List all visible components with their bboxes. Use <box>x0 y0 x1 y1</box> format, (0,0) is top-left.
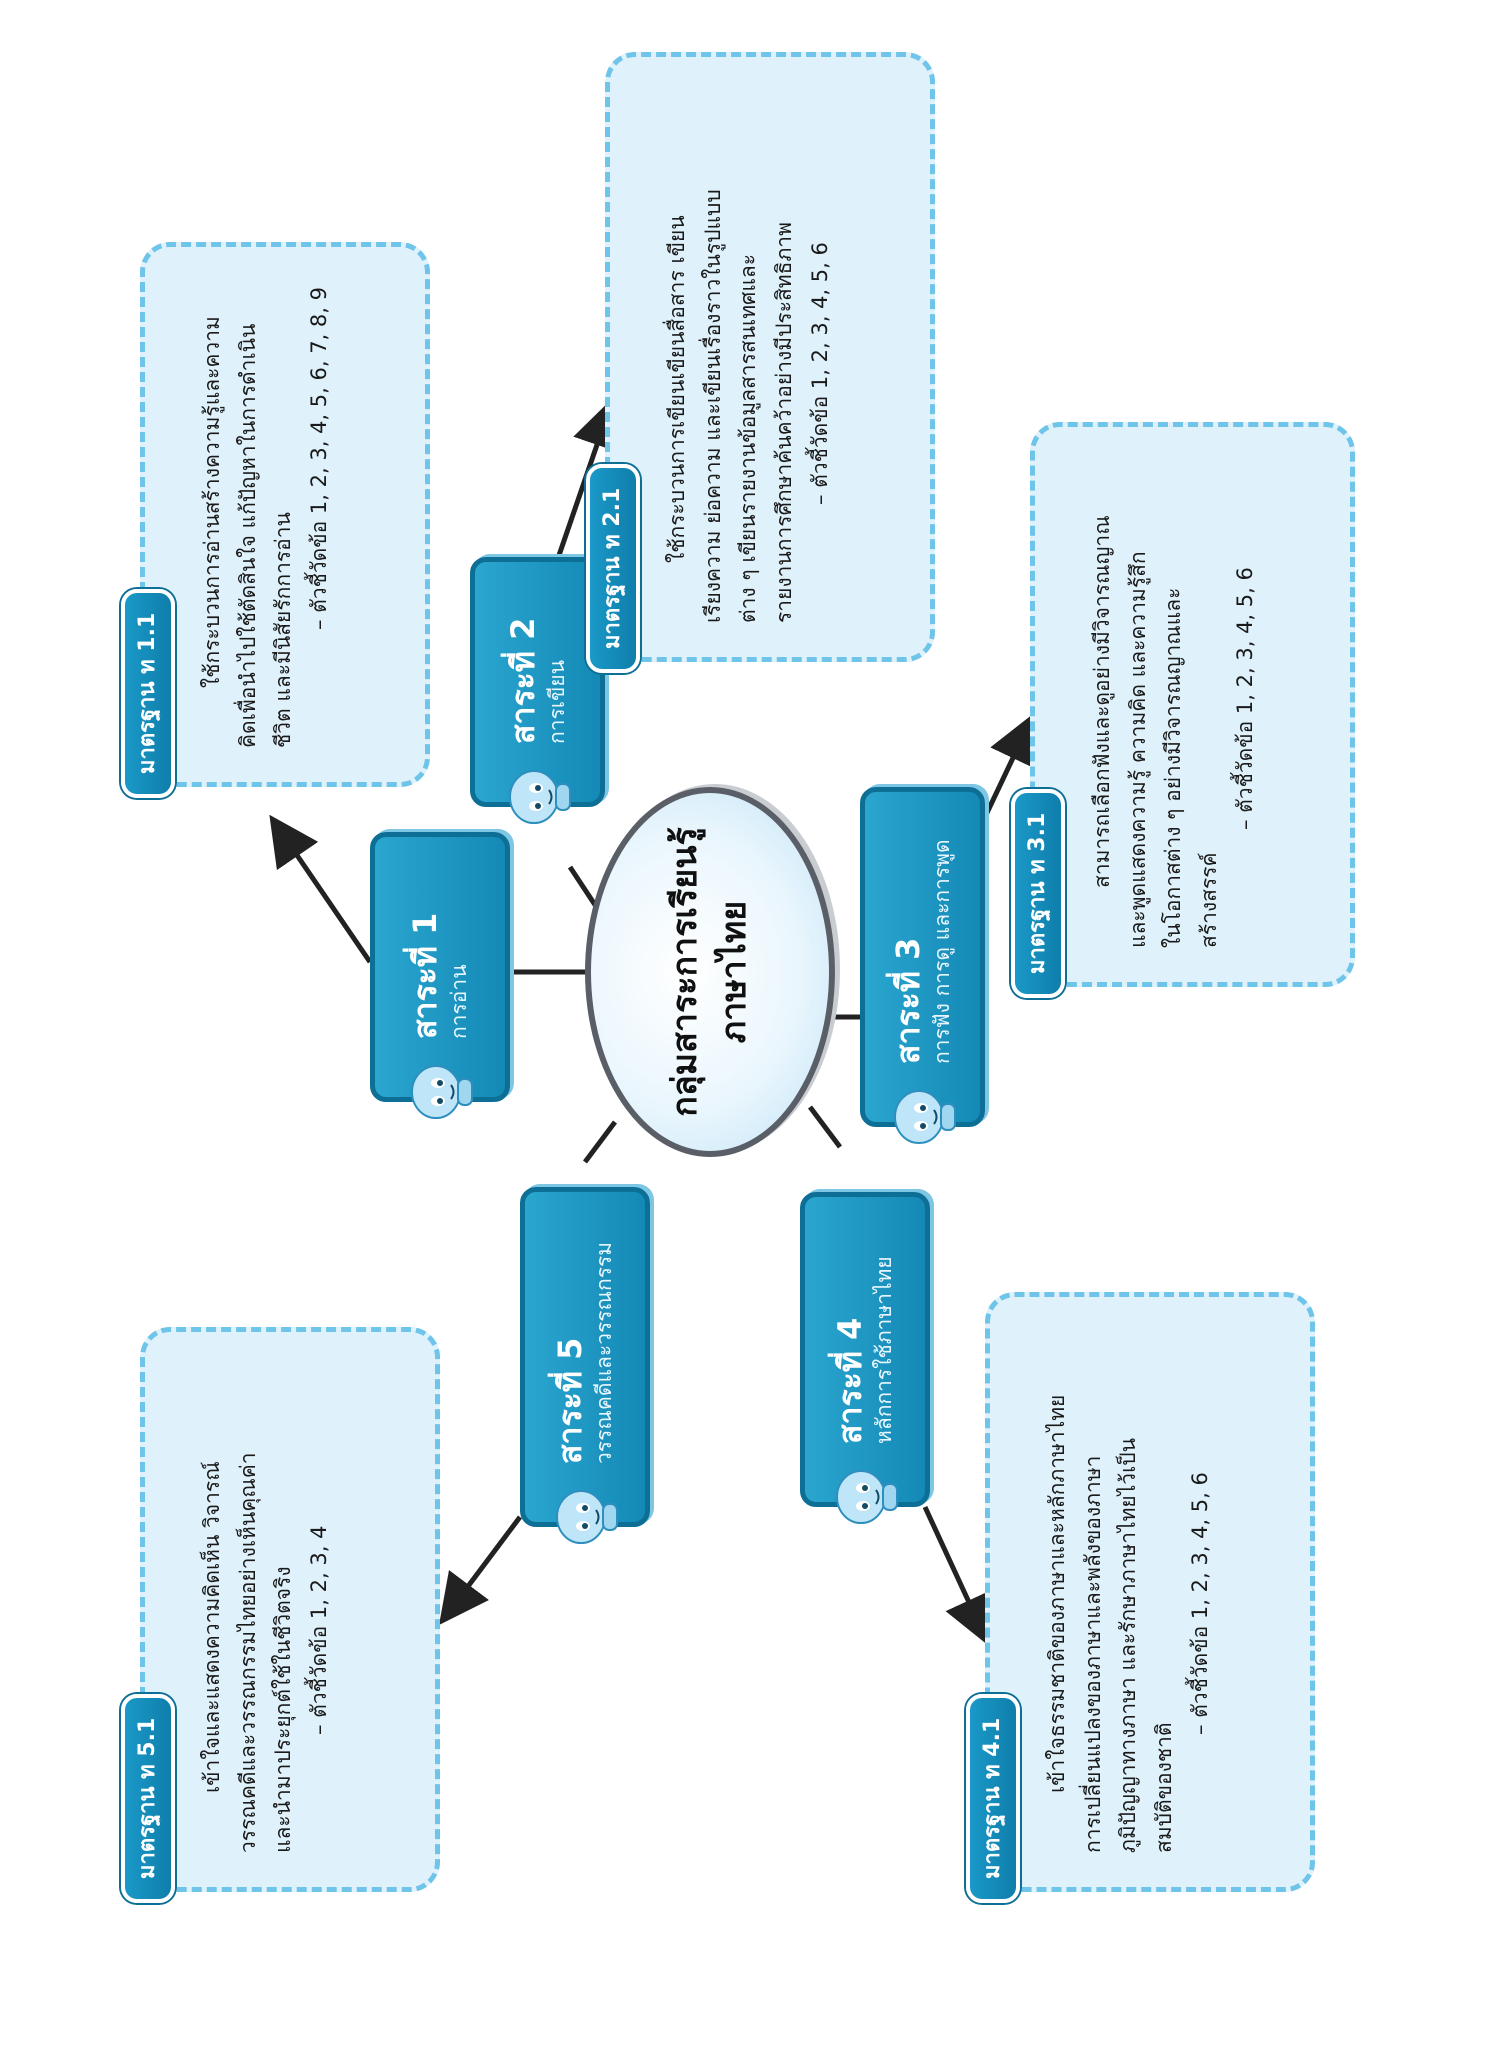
standard-indicators: – ตัวชี้วัดข้อ 1, 2, 3, 4, 5, 6, 7, 8, 9 <box>307 287 332 630</box>
standard-text-line: ใช้กระบวนการเขียนเขียนสื่อสาร เขียน <box>665 215 689 563</box>
arrow-strand-4-standard <box>922 1505 991 1647</box>
standard-card-2-1: มาตรฐาน ท 2.1 ใช้กระบวนการเขียนเขียนสื่อ… <box>586 52 935 673</box>
standard-label: มาตรฐาน ท 2.1 <box>586 463 640 673</box>
center-title-line-2: ภาษาไทย <box>714 900 754 1044</box>
link-center-strand-5 <box>583 1120 617 1164</box>
strand-node-1[interactable]: สาระที่ 1 การอ่าน <box>370 832 510 1119</box>
strand-node-2[interactable]: สาระที่ 2 การเขียน <box>470 557 605 824</box>
strand-title: สาระที่ 4 <box>831 1317 870 1444</box>
strand-node-5[interactable]: สาระที่ 5 วรรณคดีและวรรณกรรม <box>520 1187 650 1544</box>
standard-indicators: – ตัวชี้วัดข้อ 1, 2, 3, 4, 5, 6 <box>1187 1472 1212 1735</box>
standard-label: มาตรฐาน ท 5.1 <box>121 1693 175 1903</box>
standard-text-line: ในโอกาสต่าง ๆ อย่างมีวิจารณญาณและ <box>1161 587 1186 948</box>
arrow-strand-5-standard <box>439 1515 522 1625</box>
mascot-icon <box>836 1470 898 1524</box>
arrow-strand-3-standard <box>982 712 1036 819</box>
standard-text-line: สมบัติของชาติ <box>1152 1722 1177 1853</box>
strand-subtitle: วรรณคดีและวรรณกรรม <box>592 1241 617 1464</box>
standard-text-line: รายงานการศึกษาค้นคว้าอย่างมีประสิทธิภาพ <box>772 222 797 623</box>
strand-subtitle: หลักการใช้ภาษาไทย <box>872 1256 897 1444</box>
standard-text-line: การเปลี่ยนแปลงของภาษาและพลังของภาษา <box>1080 1455 1105 1853</box>
arrow-strand-1-standard <box>269 814 373 964</box>
standard-indicators: – ตัวชี้วัดข้อ 1, 2, 3, 4 <box>307 1525 332 1735</box>
mascot-icon <box>508 770 571 824</box>
strand-subtitle: การฟัง การดู และการพูด <box>929 839 954 1064</box>
center-title-line-1: กลุ่มสาระการเรียนรู้ <box>664 827 705 1117</box>
standard-text-line: ต่าง ๆ เขียนรายงานข้อมูลสารสนเทศและ <box>736 253 761 623</box>
standard-text-line: เข้าใจและแสดงความคิดเห็น วิจารณ์ <box>200 1461 224 1793</box>
arrow-strand-2-standard <box>552 397 621 568</box>
standard-card-1-1: มาตรฐาน ท 1.1 ใช้กระบวนการอ่านสร้างความร… <box>121 242 430 798</box>
standard-label: มาตรฐาน ท 1.1 <box>121 588 175 798</box>
mascot-icon <box>893 1090 956 1144</box>
strand-subtitle: การอ่าน <box>447 964 472 1039</box>
standard-label: มาตรฐาน ท 3.1 <box>1011 788 1065 998</box>
strand-title: สาระที่ 2 <box>503 617 542 744</box>
strand-title: สาระที่ 1 <box>406 912 445 1039</box>
standard-indicators: – ตัวชี้วัดข้อ 1, 2, 3, 4, 5, 6 <box>807 242 832 505</box>
standard-card-4-1: มาตรฐาน ท 4.1 เข้าใจธรรมชาติของภาษาและหล… <box>966 1292 1315 1903</box>
strand-title: สาระที่ 3 <box>888 937 927 1064</box>
standard-text-line: วรรณคดีและวรรณกรรมไทยอย่างเห็นคุณค่า <box>235 1452 260 1853</box>
mascot-icon <box>411 1065 473 1119</box>
mascot-icon <box>556 1490 618 1544</box>
standard-label: มาตรฐาน ท 4.1 <box>966 1693 1020 1903</box>
standard-text-line: เรียงความ ย่อความ และเขียนเรื่องราวในรูป… <box>700 189 725 623</box>
standard-text-line: คิดเพื่อนำไปใช้ตัดสินใจ แก้ปัญหาในการดำเ… <box>235 323 260 748</box>
standard-text-line: ใช้กระบวนการอ่านสร้างความรู้และความ <box>200 316 224 688</box>
strand-node-3[interactable]: สาระที่ 3 การฟัง การดู และการพูด <box>860 787 985 1144</box>
strand-title: สาระที่ 5 <box>551 1337 590 1464</box>
center-topic: กลุ่มสาระการเรียนรู้ ภาษาไทย <box>585 787 835 1157</box>
standard-text-line: เข้าใจธรรมชาติของภาษาและหลักภาษาไทย <box>1045 1394 1069 1793</box>
standard-text-line: ชีวิต และมีนิสัยรักการอ่าน <box>271 512 296 748</box>
standard-text-line: และพูดแสดงความรู้ ความคิด และความรู้สึก <box>1125 551 1150 948</box>
standard-text-line: สามารถเลือกฟังและดูอย่างมีวิจารณญาณ <box>1090 515 1114 888</box>
link-center-strand-4 <box>808 1105 842 1149</box>
standard-card-5-1: มาตรฐาน ท 5.1 เข้าใจและแสดงความคิดเห็น ว… <box>121 1327 440 1903</box>
standard-text-line: สร้างสรรค์ <box>1197 852 1222 948</box>
standard-text-line: และนำมาประยุกต์ใช้ในชีวิตจริง <box>271 1566 296 1853</box>
standard-card-3-1: มาตรฐาน ท 3.1 สามารถเลือกฟังและดูอย่างมี… <box>1011 422 1355 998</box>
standard-text-line: ภูมิปัญญาทางภาษา และรักษาภาษาไทยไว้เป็น <box>1116 1438 1141 1853</box>
standard-indicators: – ตัวชี้วัดข้อ 1, 2, 3, 4, 5, 6 <box>1232 567 1257 830</box>
strand-subtitle: การเขียน <box>544 660 569 744</box>
strand-node-4[interactable]: สาระที่ 4 หลักการใช้ภาษาไทย <box>800 1192 930 1524</box>
